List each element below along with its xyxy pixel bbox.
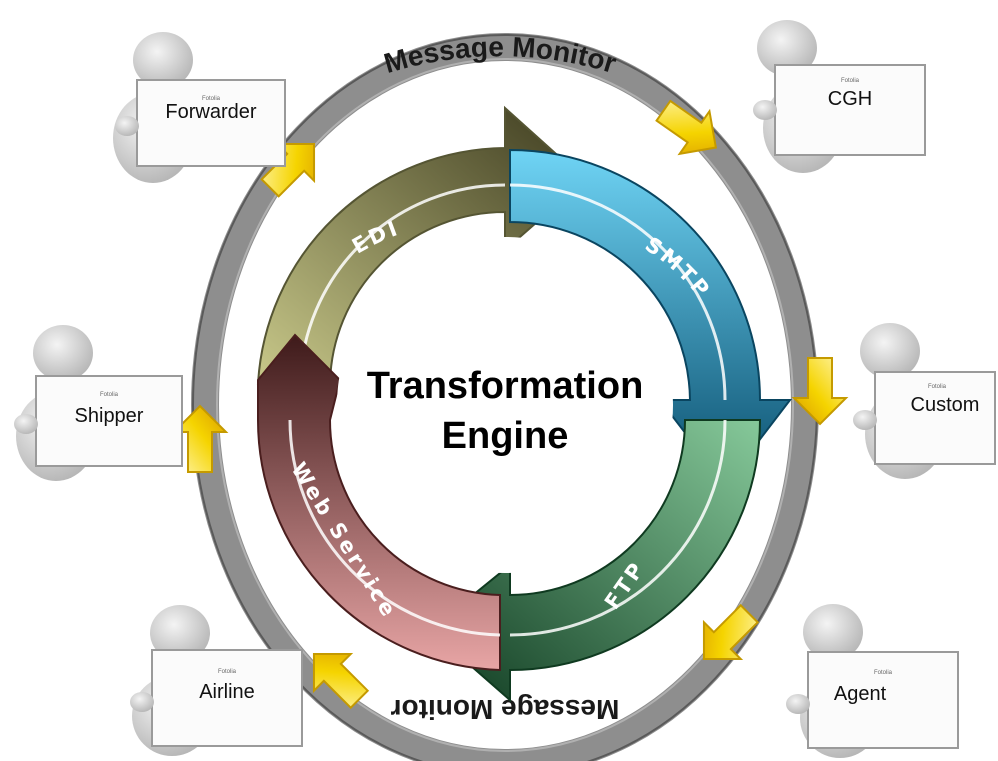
party-agent-watermark: Fotolia — [874, 670, 893, 676]
party-agent: Fotolia Agent — [786, 604, 959, 758]
engine-title-line2: Engine — [442, 415, 569, 457]
flow-arrow-shipper — [171, 404, 229, 473]
party-airline-label: Airline — [199, 681, 255, 703]
party-forwarder-label: Forwarder — [165, 101, 256, 123]
flow-arrow-custom — [791, 357, 849, 426]
party-cgh-watermark: Fotolia — [841, 78, 860, 84]
party-custom-watermark: Fotolia — [928, 384, 947, 390]
segment-edi: EDI — [256, 105, 587, 385]
party-custom: Fotolia Custom — [853, 323, 996, 479]
party-custom-label: Custom — [911, 394, 980, 416]
party-cgh: Fotolia CGH — [753, 20, 926, 173]
party-airline: Fotolia Airline — [130, 605, 303, 756]
party-forwarder-watermark: Fotolia — [202, 96, 221, 102]
party-shipper-label: Shipper — [75, 405, 144, 427]
party-forwarder: Fotolia Forwarder — [113, 32, 286, 183]
flow-arrow-agent — [702, 603, 760, 661]
segment-ftp: FTP — [428, 419, 762, 703]
segment-smtp: SMTP — [509, 148, 793, 487]
party-shipper-watermark: Fotolia — [100, 392, 119, 398]
monitor-bottom-label: Message Monitor — [391, 694, 620, 725]
party-airline-watermark: Fotolia — [218, 669, 237, 675]
flow-arrow-airline — [312, 652, 370, 710]
party-agent-label: Agent — [834, 683, 887, 705]
flow-arrow-cgh — [655, 99, 718, 156]
engine-title-line1: Transformation — [367, 365, 644, 407]
engine-core — [337, 237, 673, 573]
party-cgh-label: CGH — [828, 88, 872, 110]
party-shipper: Fotolia Shipper — [14, 325, 183, 481]
